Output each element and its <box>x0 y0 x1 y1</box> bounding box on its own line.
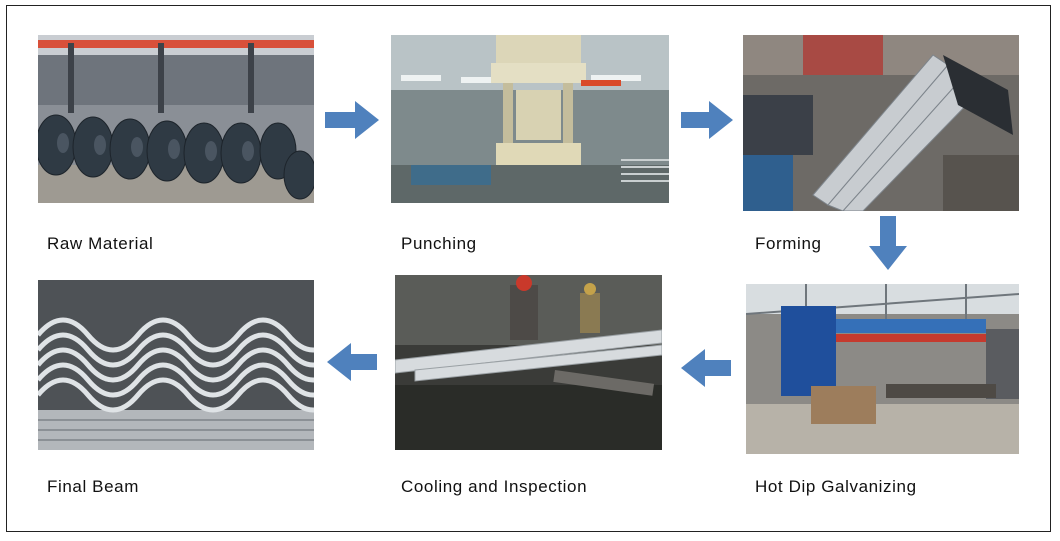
cooling-tank-photo <box>395 275 662 450</box>
steel-coils-photo <box>38 35 314 203</box>
arrow-right-icon <box>681 101 733 139</box>
arrow-right-icon <box>325 101 379 139</box>
step-label-cooling-inspection: Cooling and Inspection <box>401 477 588 496</box>
step-label-hot-dip-galvanizing: Hot Dip Galvanizing <box>755 477 917 496</box>
finished-beams-photo <box>38 280 314 450</box>
step-label-forming: Forming <box>755 234 822 253</box>
roll-forming-photo <box>743 35 1019 211</box>
arrow-left-icon <box>681 349 731 387</box>
arrow-left-icon <box>327 343 377 381</box>
step-label-punching: Punching <box>401 234 477 253</box>
step-label-final-beam: Final Beam <box>47 477 139 496</box>
arrow-down-icon <box>869 216 907 270</box>
step-label-raw-material: Raw Material <box>47 234 154 253</box>
galvanizing-plant-photo <box>746 284 1019 454</box>
hydraulic-press-photo <box>391 35 669 203</box>
